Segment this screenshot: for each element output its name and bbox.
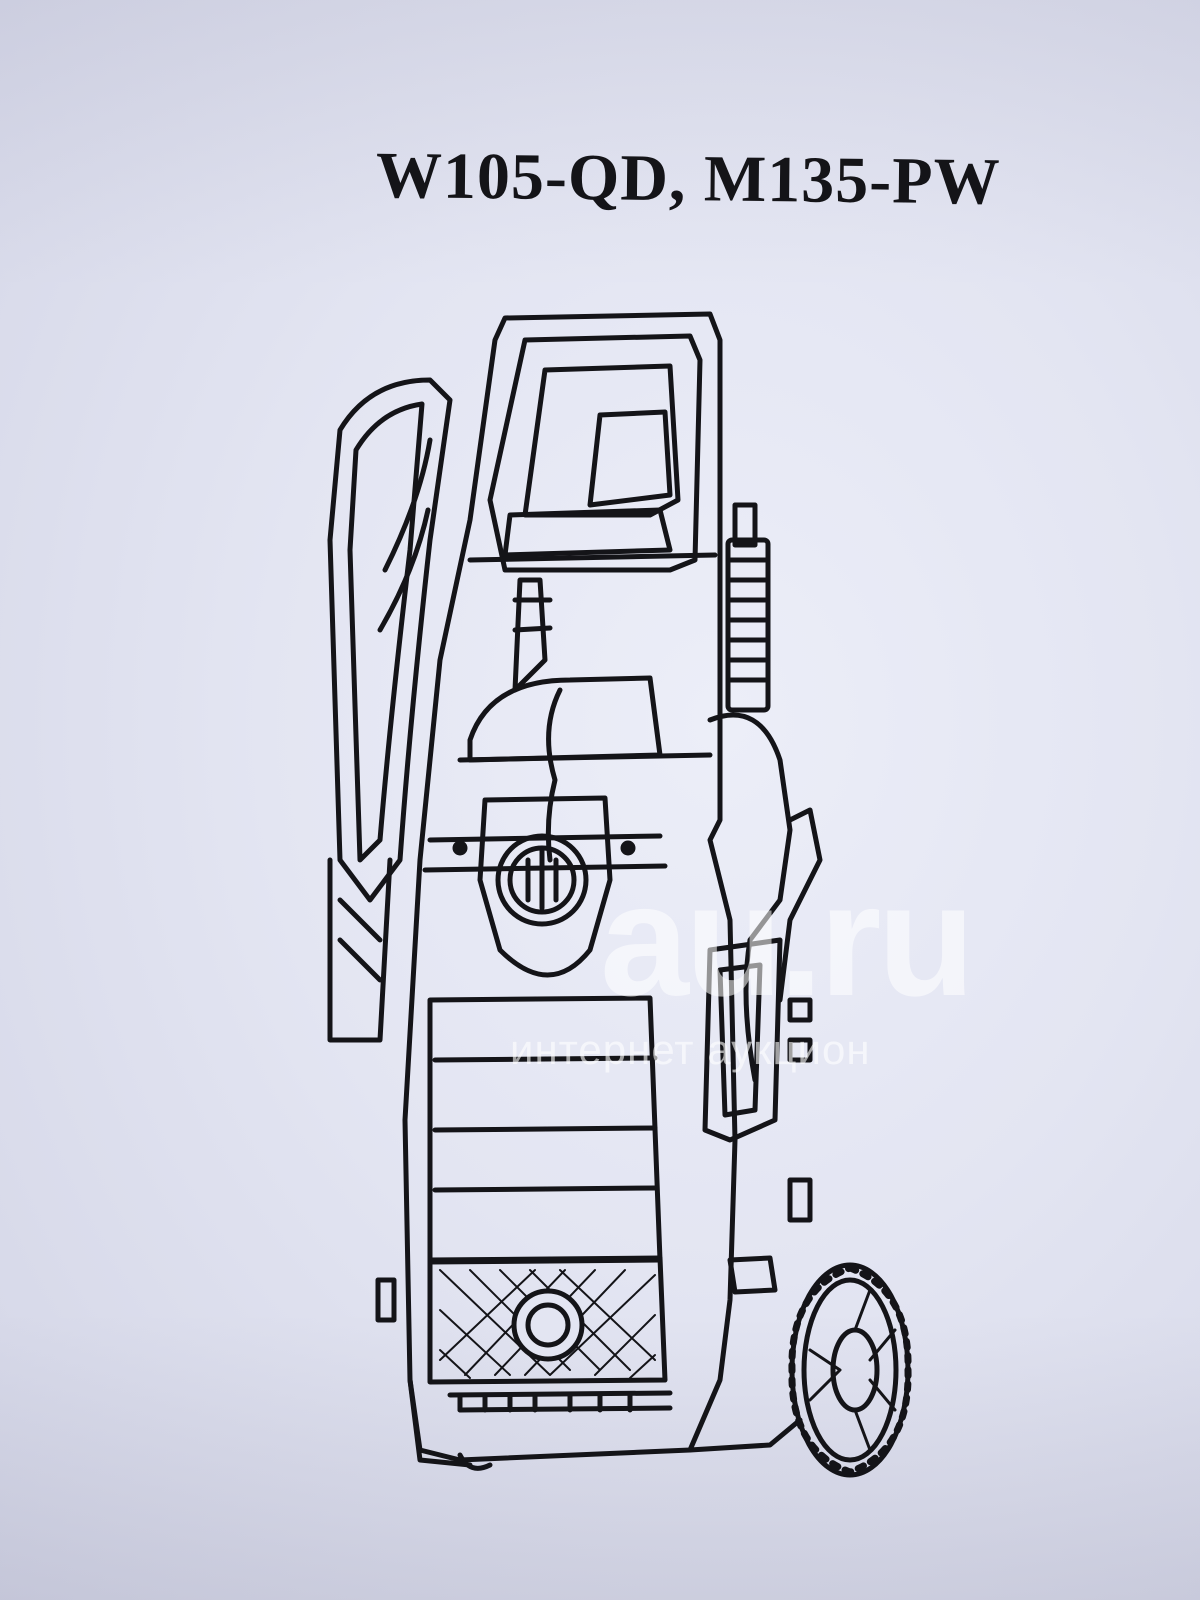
watermark-logo: au.ru bbox=[600, 850, 975, 1029]
base bbox=[407, 1377, 803, 1471]
watermark-tagline: интернет аукцион bbox=[510, 1026, 871, 1073]
front-lower bbox=[375, 995, 673, 1413]
pressure-washer-illustration bbox=[310, 300, 950, 1480]
control-dial bbox=[422, 795, 668, 978]
cord-wrap bbox=[707, 502, 823, 1083]
gun-holder bbox=[702, 937, 813, 1295]
hose-reel-handle bbox=[327, 377, 453, 1043]
model-title: W105-QD, M135-PW bbox=[375, 139, 1001, 219]
wheel bbox=[788, 1262, 912, 1478]
